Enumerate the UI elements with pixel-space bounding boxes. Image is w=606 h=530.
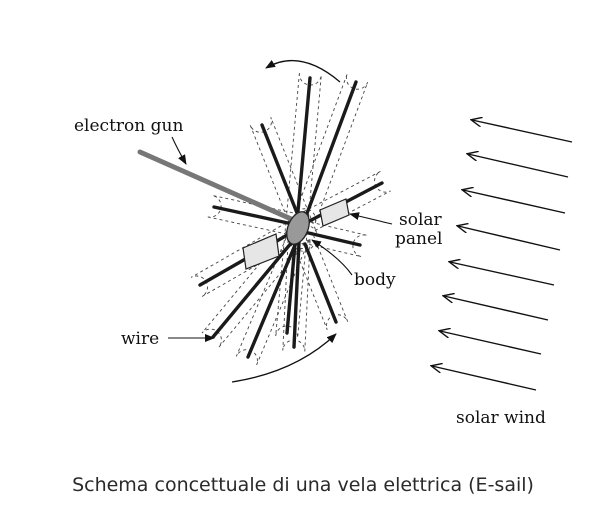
label-wire: wire: [121, 329, 159, 349]
rotation-arrow-bottom: [231, 333, 337, 383]
label-solar-wind: solar wind: [456, 408, 546, 428]
label-solar-panel-line1: solar: [399, 210, 443, 230]
tether-wire: [304, 80, 358, 218]
tether-wire: [292, 240, 301, 349]
solar-wind-arrow: [450, 262, 555, 286]
tether-wire: [285, 76, 312, 335]
tether-wire: [303, 242, 338, 324]
solar-wind-arrow: [463, 190, 566, 214]
field-envelope: [275, 72, 322, 339]
label-body: body: [354, 270, 396, 290]
tether-wire: [211, 234, 299, 339]
solar-wind-arrow: [458, 226, 561, 251]
solar-panel-upper: [319, 198, 350, 227]
figure-caption: Schema concettuale di una vela elettrica…: [72, 474, 534, 496]
electron-gun-pointer: [171, 136, 187, 165]
tether-wire: [212, 205, 299, 227]
tether-wire: [246, 236, 300, 359]
spacecraft-body: [286, 211, 310, 245]
solar-wind-arrow: [472, 120, 573, 143]
rotation-arrow-top: [265, 59, 341, 83]
label-electron-gun: electron gun: [74, 116, 183, 136]
solar-wind-arrow: [444, 296, 549, 321]
solar-wind-arrow: [432, 366, 537, 391]
solar-wind-arrows: [432, 120, 573, 391]
solar-wind-arrow: [440, 331, 542, 355]
label-solar-panel-line2: panel: [395, 229, 442, 249]
electron-gun: [137, 149, 301, 225]
tether-wire: [298, 229, 362, 247]
solar-wind-arrow: [468, 154, 569, 178]
solar-panel-pointer: [349, 212, 393, 225]
body-pointer: [311, 239, 353, 276]
e-sail-diagram: electron gun solar panel body wire solar…: [74, 59, 573, 428]
solar-panel-lower: [242, 233, 280, 270]
